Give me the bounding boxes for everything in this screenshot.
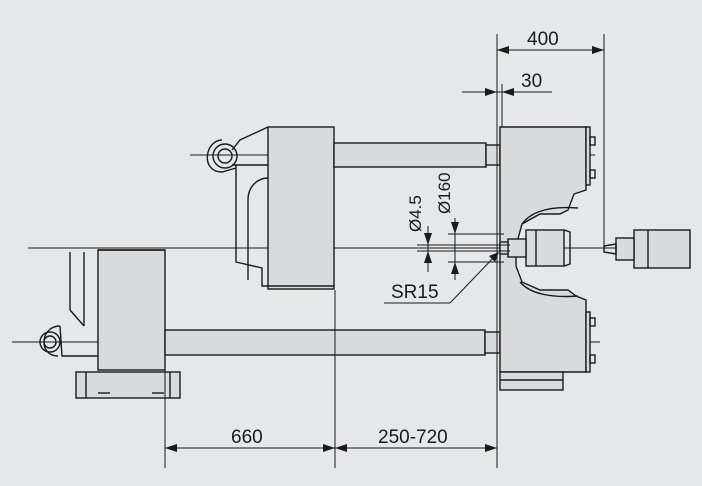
radius-callout-sr15: SR15 xyxy=(384,252,499,304)
dimension-diameter-4-5: Ø4.5 xyxy=(406,195,510,272)
dimension-label-30: 30 xyxy=(521,71,542,92)
dimension-30: 30 xyxy=(462,71,552,96)
upper-tie-bar xyxy=(333,142,501,168)
machine-foot xyxy=(75,371,181,399)
dimension-label-660: 660 xyxy=(231,427,263,448)
moving-platen xyxy=(206,126,335,290)
dimension-diameter-160: Ø160 xyxy=(435,172,504,280)
fixed-platen xyxy=(499,126,596,391)
dimension-label-400: 400 xyxy=(527,29,559,50)
dimension-400: 400 xyxy=(497,29,604,54)
lower-tie-bar xyxy=(164,329,501,356)
nozzle-assembly xyxy=(499,229,571,267)
radius-label-sr15: SR15 xyxy=(391,282,439,303)
injection-unit-nozzle xyxy=(603,229,691,269)
dimension-label-diameter-4-5: Ø4.5 xyxy=(406,195,425,232)
rear-platen xyxy=(39,249,166,371)
dimension-250-720: 250-720 xyxy=(335,427,497,452)
dimension-label-250-720: 250-720 xyxy=(378,427,448,448)
dimension-label-diameter-160: Ø160 xyxy=(435,172,454,214)
dimension-660: 660 xyxy=(165,427,335,452)
